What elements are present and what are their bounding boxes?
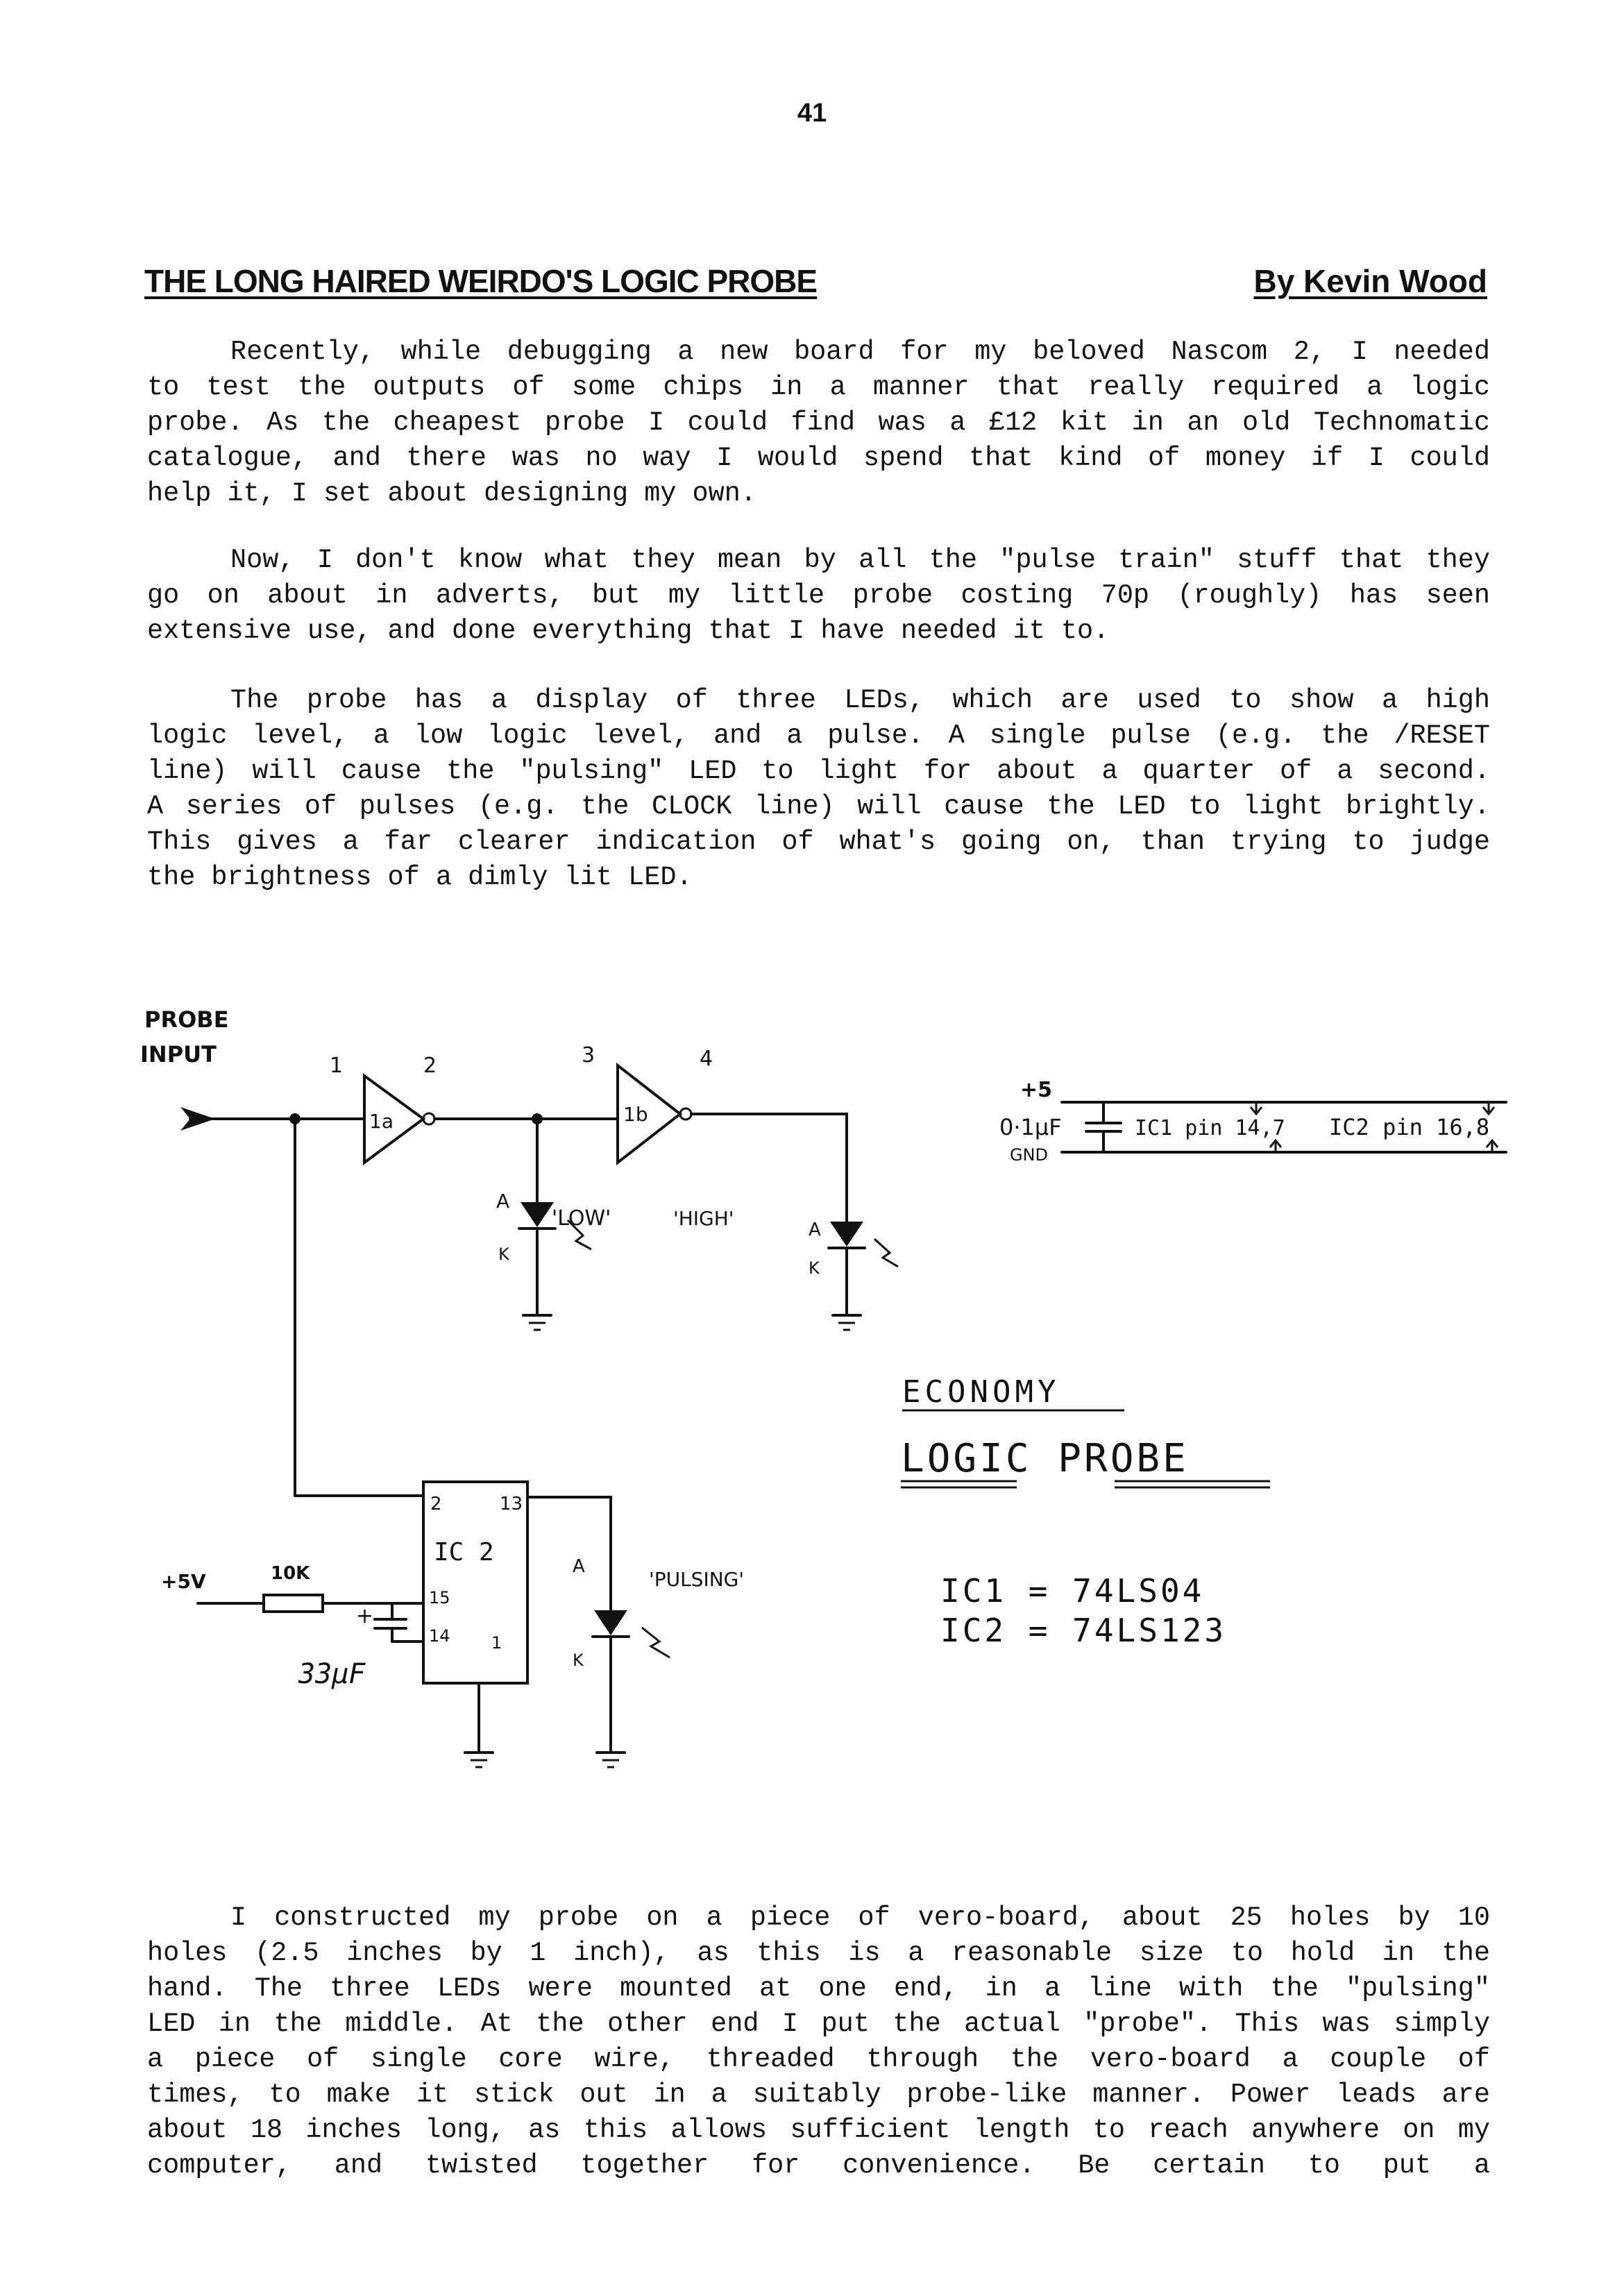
paragraph-line: go on about in adverts, but my little pr… (147, 580, 1490, 611)
article-byline: By Kevin Wood (1253, 263, 1487, 299)
ic2-pin-1: 1 (491, 1633, 502, 1653)
resistor-icon (262, 1594, 324, 1613)
low-led-cathode-label: K (498, 1244, 510, 1264)
wire-to-high-led (690, 1113, 848, 1223)
inverter-1a (363, 1073, 426, 1165)
paragraph-construction: I constructed my probe on a piece of ver… (147, 1900, 1490, 2184)
ic2-pin-15: 15 (429, 1588, 450, 1607)
pulsing-led-anode-label: A (573, 1556, 585, 1577)
paragraph-line: help it, I set about designing my own. (147, 478, 756, 509)
high-led-label: 'HIGH' (673, 1207, 734, 1230)
resistor-label: 10K (271, 1563, 310, 1584)
capacitor-plus-label: + (356, 1604, 373, 1628)
paragraph-line: probe. As the cheapest probe I could fin… (147, 407, 1490, 438)
paragraph-line: extensive use, and done everything that … (147, 616, 1110, 646)
ic2-box (422, 1480, 529, 1685)
ic2-label: IC 2 (434, 1538, 494, 1567)
inverter-1b (616, 1062, 683, 1166)
pin-2-label: 2 (423, 1054, 437, 1078)
paragraph-intro: Recently, while debugging a new board fo… (147, 335, 1490, 512)
paragraph-line: the brightness of a dimly lit LED. (147, 862, 693, 893)
ground-label: GND (1010, 1145, 1048, 1165)
arrow-down-icon (1482, 1102, 1496, 1116)
light-emission-icon (566, 1219, 592, 1251)
diagram-title-2: LOGIC PROBE (901, 1436, 1189, 1481)
paragraph-line: A series of pulses (e.g. the CLOCK line)… (147, 791, 1490, 822)
capacitor-label: 33µF (298, 1658, 366, 1690)
paragraph-line: holes (2.5 inches by 1 inch), as this is… (147, 1938, 1490, 1968)
supply-5v-label: +5V (161, 1570, 206, 1593)
paragraph-line: The probe has a display of three LEDs, w… (230, 685, 1490, 716)
ic2-pin-13: 13 (500, 1494, 523, 1514)
light-emission-icon (873, 1238, 899, 1268)
paragraph-line: catalogue, and there was no way I would … (147, 443, 1490, 473)
page-number: 41 (797, 99, 827, 128)
arrow-up-icon (1269, 1138, 1283, 1152)
paragraph-line: computer, and twisted together for conve… (147, 2150, 1490, 2181)
paragraph-line: hand. The three LEDs were mounted at one… (147, 1973, 1490, 2004)
paragraph-line: This gives a far clearer indication of w… (147, 827, 1490, 857)
low-led-label: 'LOW' (552, 1206, 611, 1231)
pulsing-led-cathode-label: K (573, 1651, 584, 1670)
circuit-schematic: PROBE INPUT 1 1a 2 3 1b 4 A K 'LOW' 'HIG… (140, 1006, 1507, 1769)
low-led-anode-label: A (496, 1190, 509, 1213)
paragraph-line: to test the outputs of some chips in a m… (147, 372, 1490, 403)
paragraph-line: logic level, a low logic level, and a pu… (147, 720, 1490, 751)
paragraph-line: Recently, while debugging a new board fo… (230, 337, 1490, 367)
paragraph-line: I constructed my probe on a piece of ver… (230, 1902, 1490, 1933)
high-led-icon (830, 1222, 863, 1247)
pin-1-label: 1 (330, 1054, 343, 1078)
ic2-pin-2: 2 (430, 1494, 442, 1514)
high-led-cathode-label: K (809, 1258, 820, 1278)
pulsing-led-icon (594, 1610, 627, 1635)
ic2-part-label: IC2 = 74LS123 (940, 1612, 1226, 1649)
paragraph-line: times, to make it stick out in a suitabl… (147, 2079, 1490, 2110)
pin-4-label: 4 (700, 1047, 713, 1071)
input-label: INPUT (140, 1041, 217, 1067)
pin-3-label: 3 (582, 1043, 595, 1067)
supply-plus-label: +5 (1020, 1078, 1052, 1102)
ic2-pin-14: 14 (429, 1626, 450, 1646)
paragraph-line: a piece of single core wire, threaded th… (147, 2044, 1490, 2075)
paragraph-display: The probe has a display of three LEDs, w… (147, 683, 1490, 895)
paragraph-line: line) will cause the "pulsing" LED to li… (147, 756, 1490, 786)
article-title: THE LONG HAIRED WEIRDO'S LOGIC PROBE (144, 263, 818, 299)
pulsing-led-label: 'PULSING' (649, 1568, 744, 1591)
arrow-down-icon (1249, 1102, 1263, 1116)
article-header: THE LONG HAIRED WEIRDO'S LOGIC PROBE By … (144, 262, 1487, 311)
ic2-output-wire (526, 1496, 612, 1612)
arrow-up-icon (1485, 1138, 1499, 1152)
high-led-anode-label: A (809, 1219, 821, 1240)
paragraph-line: LED in the middle. At the other end I pu… (147, 2009, 1490, 2039)
ic1-part-label: IC1 = 74LS04 (940, 1572, 1204, 1610)
decoupling-cap-label: 0·1µF (999, 1114, 1062, 1140)
gate-1a-label: 1a (369, 1110, 394, 1133)
ic1-pin-label: IC1 pin 14,7 (1135, 1116, 1285, 1140)
gate-1b-label: 1b (623, 1103, 648, 1126)
low-led-icon (521, 1202, 554, 1227)
paragraph-line: about 18 inches long, as this allows suf… (147, 2115, 1490, 2145)
ic2-pin-label: IC2 pin 16,8 (1329, 1114, 1489, 1140)
paragraph-line: Now, I don't know what they mean by all … (230, 545, 1490, 575)
probe-label: PROBE (144, 1006, 229, 1033)
light-emission-icon (641, 1626, 670, 1659)
diagram-title-1: ECONOMY (902, 1374, 1060, 1410)
paragraph-pulse-train: Now, I don't know what they mean by all … (147, 543, 1490, 649)
